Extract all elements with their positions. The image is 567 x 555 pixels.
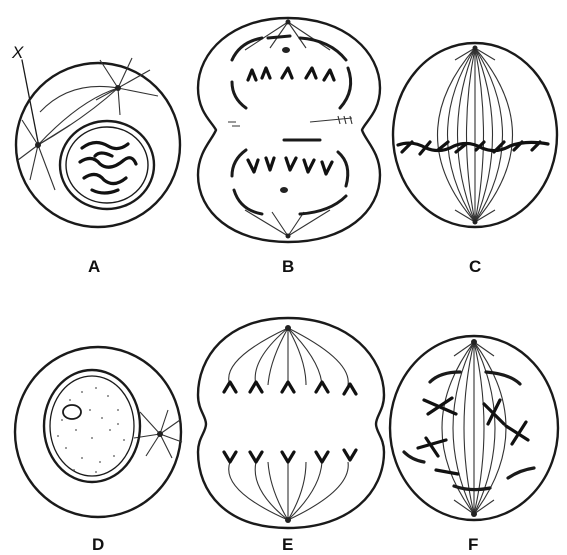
- cell-e-lower-pole: [285, 517, 291, 523]
- cell-e: [198, 318, 384, 528]
- cell-f-lower-pole: [471, 511, 477, 517]
- cell-a-condensing-chromosomes: [80, 142, 136, 193]
- cell-d: [15, 347, 182, 517]
- cell-b-lower-centrosome: [286, 234, 291, 239]
- cell-d-centrosome: [157, 431, 163, 437]
- cell-c-spindle-fibers: [438, 48, 513, 222]
- cell-c-upper-pole: [473, 46, 478, 51]
- cell-f: [390, 336, 558, 520]
- panel-label-b: B: [282, 257, 294, 276]
- cell-e-lower-chromatids: [224, 450, 356, 462]
- panel-label-a: A: [88, 257, 100, 276]
- x-pointer-label: X: [11, 43, 24, 62]
- x-pointer-line: [22, 60, 38, 142]
- cell-d-nucleus-inner: [50, 376, 134, 476]
- cell-d-nucleus-outer: [44, 370, 140, 482]
- cell-e-upper-pole: [285, 325, 291, 331]
- cell-e-membrane: [198, 318, 384, 528]
- cell-b-upper-chromosomes: [248, 68, 334, 80]
- panel-label-c: C: [469, 257, 481, 276]
- cell-b-upper-nucleolus: [282, 47, 290, 53]
- cell-c-lower-pole: [473, 220, 478, 225]
- cell-d-chromatin-stipple: [57, 387, 125, 473]
- cell-d-membrane: [15, 347, 181, 517]
- cell-f-upper-pole: [471, 339, 477, 345]
- cell-b-upper-centrosome: [286, 20, 291, 25]
- cell-b: [198, 18, 380, 242]
- cell-a: X: [11, 43, 180, 227]
- cell-b-lower-nucleolus: [280, 187, 288, 193]
- panel-label-e: E: [282, 535, 293, 554]
- cell-e-spindle-fibers: [229, 328, 349, 520]
- cell-a-centrosome-upper: [115, 85, 121, 91]
- panel-label-d: D: [92, 535, 104, 554]
- cell-c: [393, 43, 557, 227]
- cell-b-lower-nuclear-envelope-fragments: [232, 140, 348, 214]
- cell-e-upper-chromatids: [224, 382, 356, 394]
- cell-f-chromosomes: [418, 398, 528, 474]
- cell-c-metaphase-plate: [398, 142, 548, 154]
- panel-label-f: F: [468, 535, 478, 554]
- cell-a-centrosome-lower: [35, 142, 41, 148]
- cell-d-nucleolus: [63, 405, 81, 419]
- cell-a-nuclear-envelope-outer: [60, 121, 154, 209]
- cell-b-lower-chromosomes: [248, 158, 332, 174]
